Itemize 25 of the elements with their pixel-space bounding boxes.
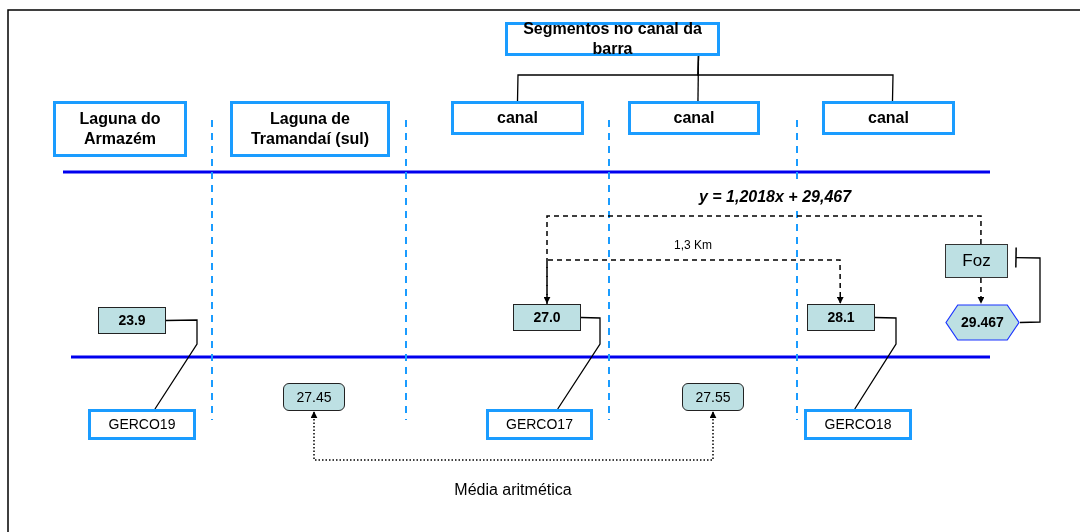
connector xyxy=(557,316,601,410)
segment-box: canal xyxy=(628,101,760,135)
mean-value-box: 27.55 xyxy=(682,383,744,411)
connector xyxy=(154,319,198,410)
segment-box: canal xyxy=(822,101,955,135)
station-box: GERCO17 xyxy=(486,409,593,440)
mean-value-box: 27.45 xyxy=(283,383,345,411)
segment-box: Laguna do Armazém xyxy=(53,101,187,157)
value-hexagon: 29.467 xyxy=(945,304,1020,341)
connector xyxy=(1015,246,1041,324)
value-box: 28.1 xyxy=(807,304,875,331)
station-box: GERCO19 xyxy=(88,409,196,440)
connector xyxy=(310,411,717,461)
connector xyxy=(697,55,894,102)
mouth-box: Foz xyxy=(945,244,1008,278)
connector xyxy=(854,316,897,410)
value-box: 23.9 xyxy=(98,307,166,334)
connector xyxy=(977,277,985,304)
connector xyxy=(546,259,844,305)
value-box: 27.0 xyxy=(513,304,581,331)
station-box: GERCO18 xyxy=(804,409,912,440)
segment-box: Segmentos no canal da barra xyxy=(505,22,720,56)
segment-box: canal xyxy=(451,101,584,135)
segment-box: Laguna de Tramandaí (sul) xyxy=(230,101,390,157)
connector xyxy=(543,215,982,304)
